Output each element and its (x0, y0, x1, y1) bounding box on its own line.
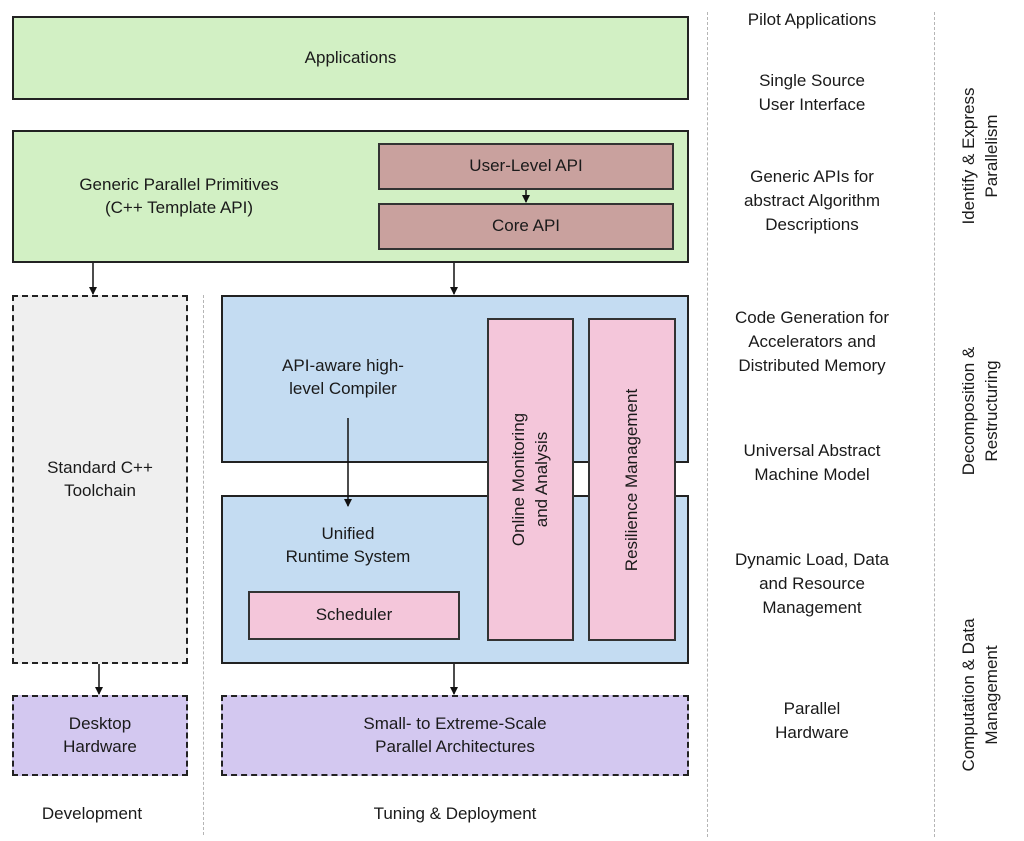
development-label: Development (41, 804, 143, 823)
resilience-box (588, 318, 676, 641)
right-label-machine-model: Universal Abstract Machine Model (743, 441, 881, 484)
right-label-pilot-applications: Pilot Applications (747, 10, 877, 29)
right-label-single-source: Single Source User Interface (758, 71, 866, 114)
scheduler-box: Scheduler (248, 591, 460, 640)
core-api-box: Core API (378, 203, 674, 250)
monitoring-box (487, 318, 574, 641)
tuning-deployment-label: Tuning & Deployment (373, 804, 537, 823)
generic-primitives-label: Generic Parallel Primitives (C++ Templat… (79, 174, 279, 217)
separator-main (707, 12, 708, 837)
parallel-architectures-box: Small- to Extreme-Scale Parallel Archite… (221, 695, 689, 776)
right-label-code-generation: Code Generation for Accelerators and Dis… (734, 308, 890, 375)
runtime-label: Unified Runtime System (285, 524, 411, 566)
separator-development (203, 295, 204, 835)
standard-toolchain-box: Standard C++ Toolchain (12, 295, 188, 664)
right-label-generic-apis: Generic APIs for abstract Algorithm Desc… (743, 167, 881, 234)
desktop-hardware-box: Desktop Hardware (12, 695, 188, 776)
compiler-label: API-aware high- level Compiler (282, 356, 404, 398)
separator-phases (934, 12, 935, 837)
applications-box: Applications (12, 16, 689, 100)
user-level-api-box: User-Level API (378, 143, 674, 190)
right-label-parallel-hardware: Parallel Hardware (775, 699, 849, 742)
right-label-dynamic-load: Dynamic Load, Data and Resource Manageme… (734, 550, 890, 617)
